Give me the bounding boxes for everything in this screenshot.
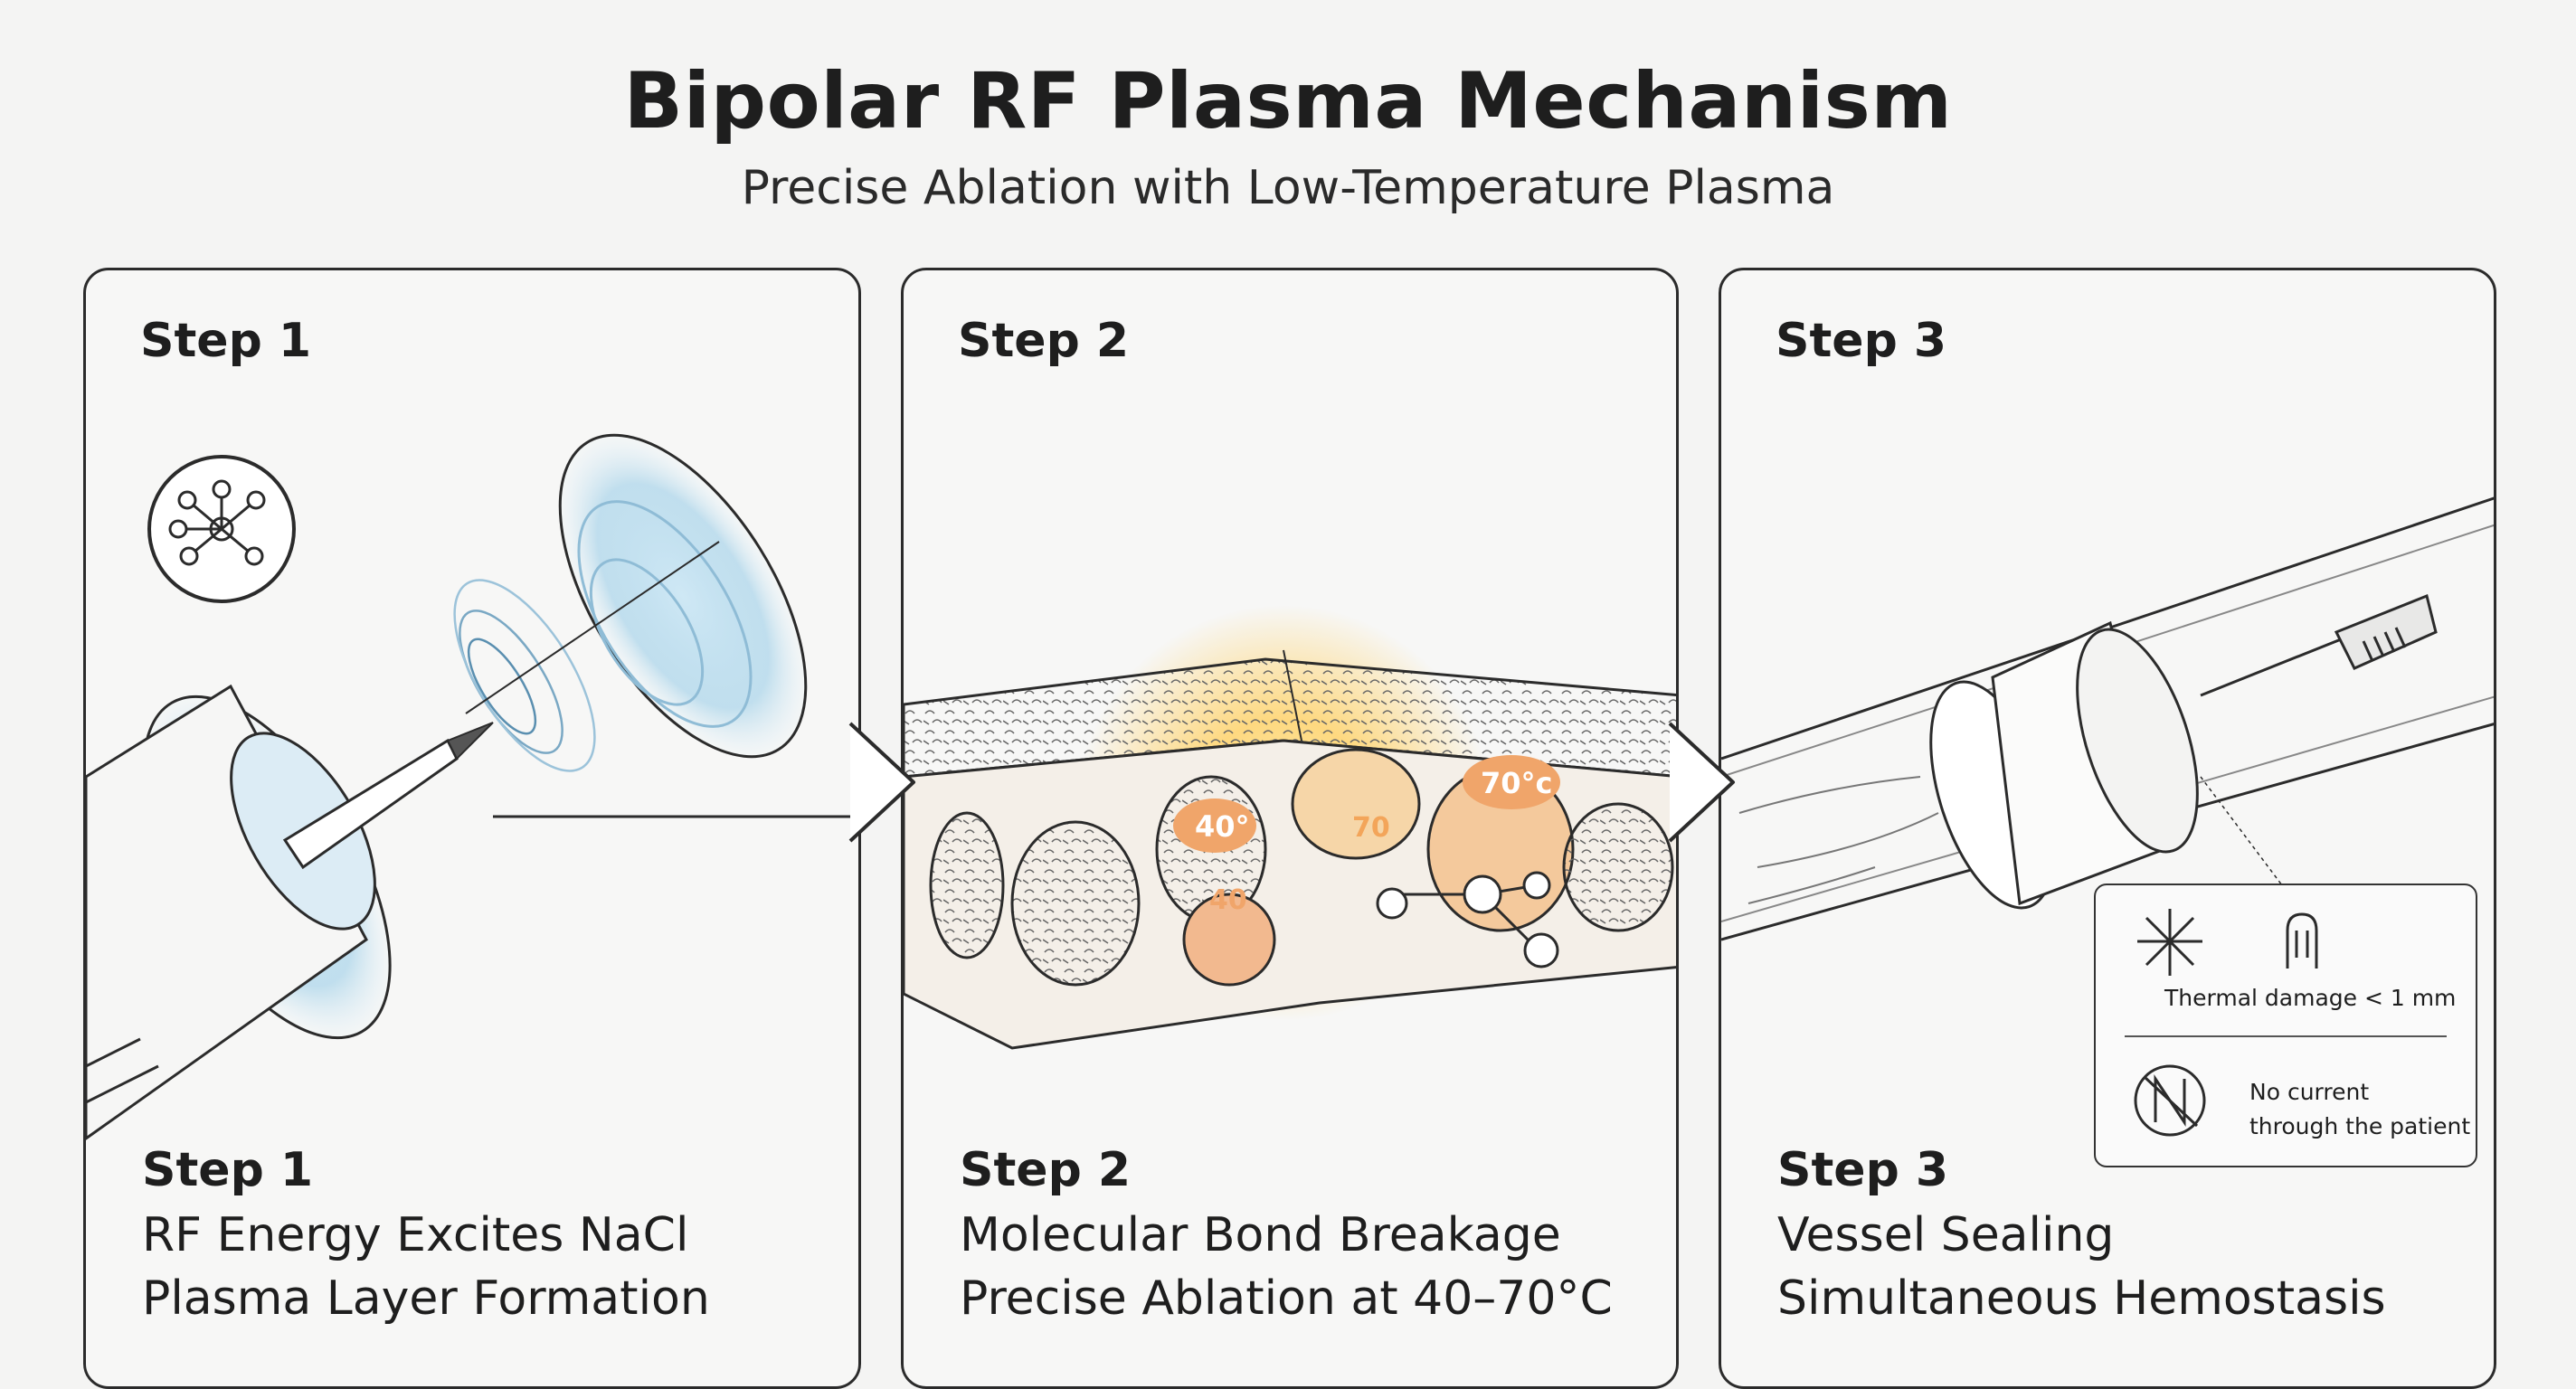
step-3-panel: Step 3: [1719, 268, 2496, 1389]
step-1-caption-heading: Step 1: [142, 1143, 314, 1197]
step-3-caption: Step 3 Vessel Sealing Simultaneous Hemos…: [1777, 1139, 2386, 1330]
diagram-title: Bipolar RF Plasma Mechanism: [623, 56, 1953, 146]
step-1-caption-line1: RF Energy Excites NaCl: [142, 1208, 689, 1262]
diagram-subtitle: Precise Ablation with Low-Temperature Pl…: [741, 161, 1835, 215]
step-1-caption: Step 1 RF Energy Excites NaCl Plasma Lay…: [142, 1139, 710, 1330]
hand-icon: [2286, 912, 2318, 969]
arrow-step2-to-step3: [1668, 722, 1735, 843]
no-current-icon: [2134, 1064, 2206, 1137]
thermal-damage-text: Thermal damage < 1 mm: [2164, 985, 2457, 1011]
no-current-text: No current through the patient: [2249, 1075, 2470, 1144]
arrow-step1-to-step2: [848, 722, 915, 843]
starburst-icon: [2137, 909, 2202, 976]
safety-info-box: Thermal damage < 1 mm No current through…: [2094, 883, 2477, 1167]
temp-label-40a: 40°: [1195, 809, 1250, 844]
step-1-panel: Step 1: [83, 268, 861, 1389]
info-divider: [2125, 1035, 2447, 1037]
no-current-line1: No current: [2249, 1079, 2370, 1105]
molecule-icon: [147, 455, 296, 603]
temp-label-70a: 70: [1352, 812, 1390, 844]
tissue-ablation-illustration: 40° 40 70 70°c: [904, 605, 1676, 1050]
temp-label-70b: 70°c: [1481, 766, 1553, 800]
step-2-label: Step 2: [958, 314, 1130, 368]
step-1-caption-line2: Plasma Layer Formation: [142, 1271, 710, 1326]
step-2-caption-heading: Step 2: [960, 1143, 1132, 1197]
vessel-sealing-illustration: [1721, 496, 2494, 941]
step-2-caption: Step 2 Molecular Bond Breakage Precise A…: [960, 1139, 1613, 1330]
no-current-line2: through the patient: [2249, 1113, 2471, 1139]
step-2-caption-line1: Molecular Bond Breakage: [960, 1208, 1561, 1262]
step-2-panel: Step 2: [901, 268, 1679, 1389]
step-3-label: Step 3: [1776, 314, 1947, 368]
step-3-caption-line2: Simultaneous Hemostasis: [1777, 1271, 2386, 1326]
step-1-label: Step 1: [140, 314, 312, 368]
step-3-caption-line1: Vessel Sealing: [1777, 1208, 2115, 1262]
step-2-caption-line2: Precise Ablation at 40–70°C: [960, 1271, 1613, 1326]
temp-label-40b: 40: [1209, 884, 1247, 916]
plasma-probe-illustration: [86, 433, 858, 1140]
step-3-caption-heading: Step 3: [1777, 1143, 1949, 1197]
